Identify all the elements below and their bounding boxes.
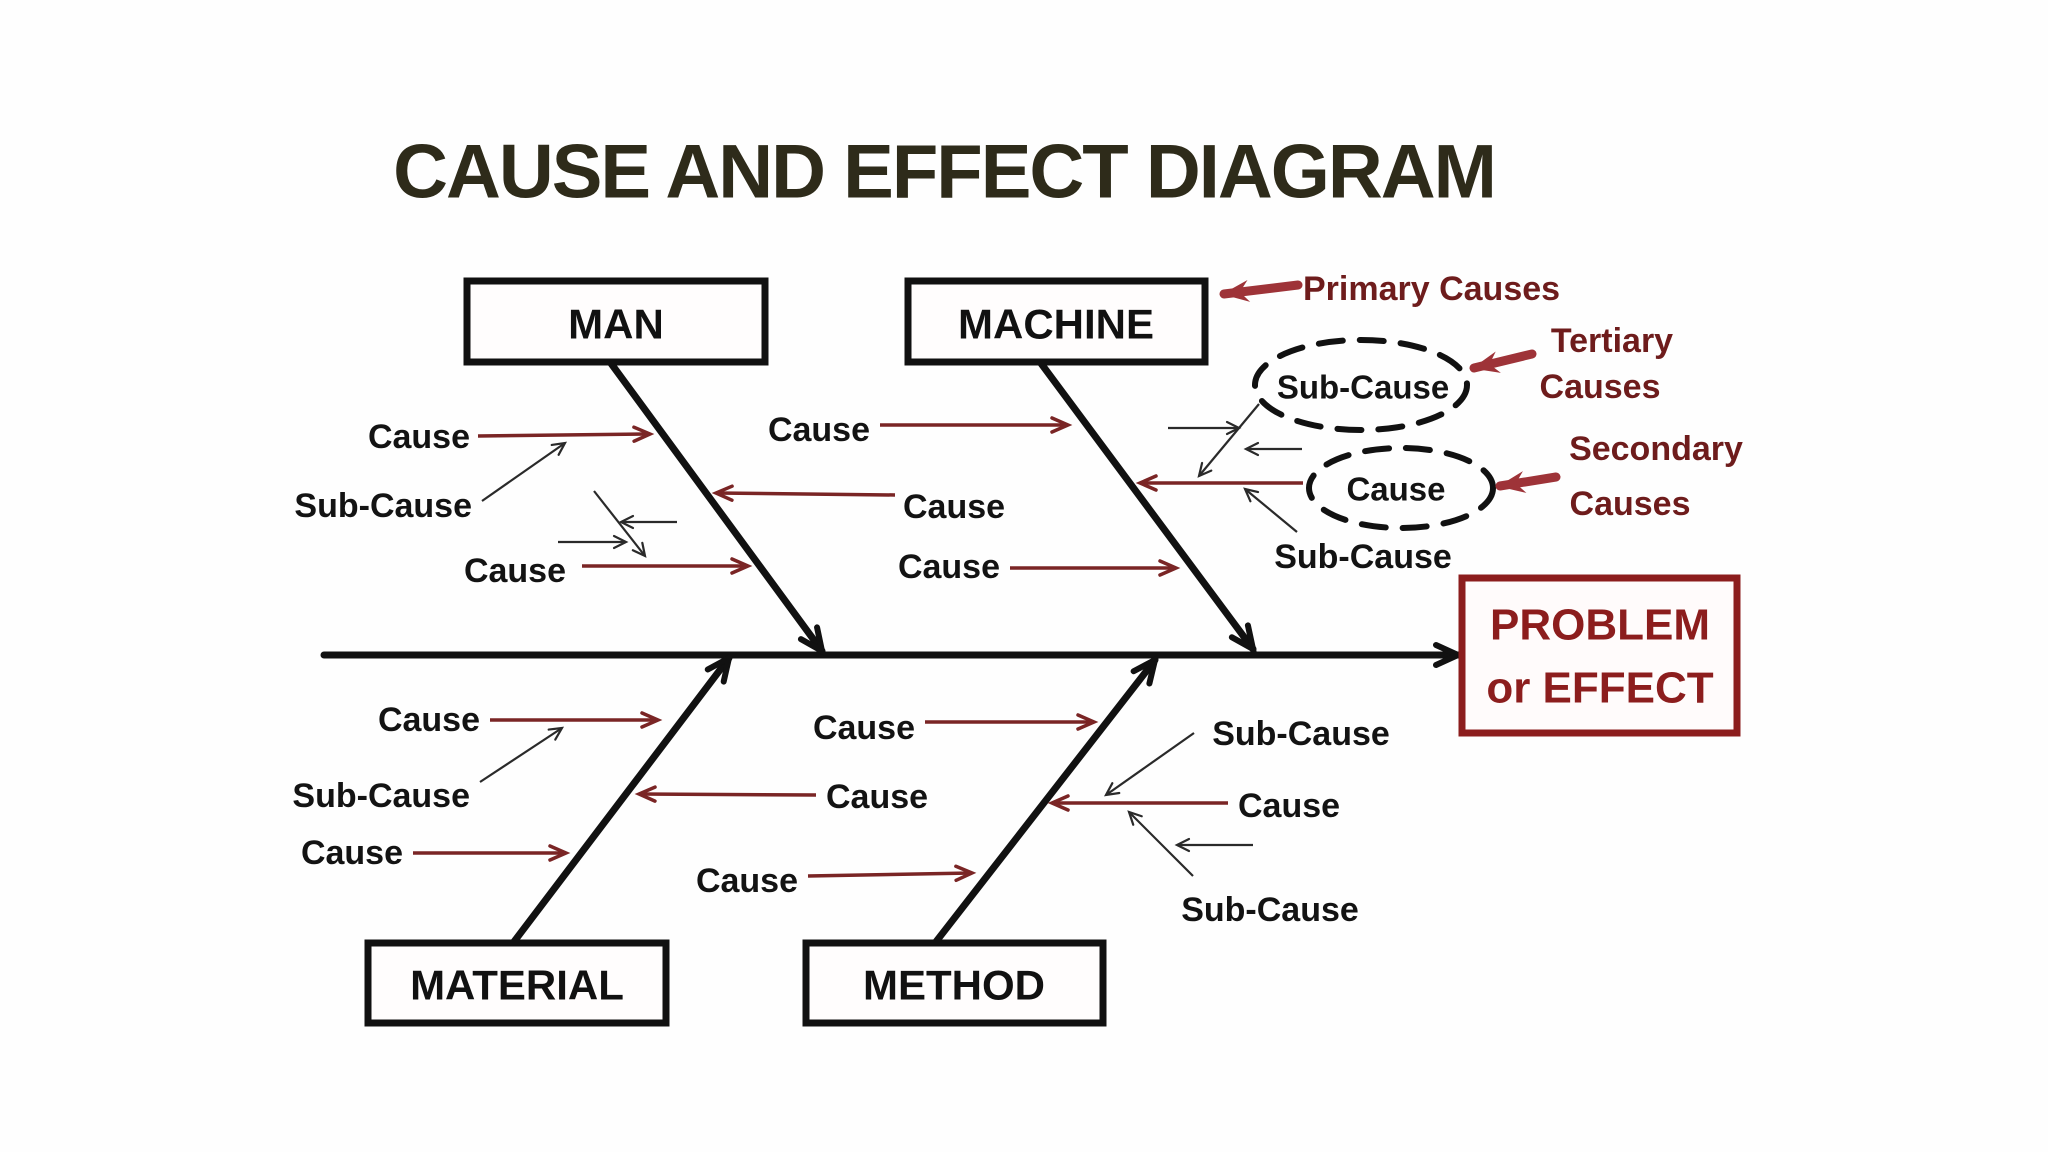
problem-effect-line1: PROBLEM [1490, 601, 1710, 650]
material-box-label: MATERIAL [410, 962, 624, 1009]
primary-causes-label: Primary Causes [1303, 270, 1560, 308]
diagram-title: CAUSE AND EFFECT DIAGRAM [393, 130, 1495, 215]
material-mid-cause-arrow [634, 785, 817, 803]
machine-cause2-label: Cause [898, 548, 1000, 586]
problem-effect-line2: or EFFECT [1486, 664, 1713, 713]
man-cause2-label: Cause [464, 552, 566, 590]
secondary-ellipse-label: Cause [1346, 471, 1445, 508]
secondary-ellipse [1306, 445, 1496, 531]
man-cause1-arrow [477, 425, 655, 443]
method-cause1-label: Cause [813, 709, 915, 747]
machine-right-sub-cause-label: Sub-Cause [1274, 538, 1452, 576]
tertiary-ellipse-label: Sub-Cause [1277, 369, 1449, 406]
man-cause1-label: Cause [368, 418, 470, 456]
material-bone [509, 658, 729, 947]
secondary-causes-label-line1: Secondary [1569, 430, 1743, 468]
material-mid-cause-label: Cause [826, 778, 928, 816]
method-box-label: METHOD [863, 962, 1045, 1009]
tertiary-ellipse [1252, 337, 1470, 433]
tertiary-causes-label-line1: Tertiary [1551, 322, 1673, 360]
man-sub-cause-arrow [481, 441, 568, 502]
machine-bone [1036, 358, 1253, 649]
man-sub-cause-label: Sub-Cause [294, 487, 472, 525]
method-cause2-label: Cause [696, 862, 798, 900]
machine-box [904, 277, 1209, 366]
machine-box-label: MACHINE [958, 301, 1154, 348]
method-right-sub-cause2-label: Sub-Cause [1181, 891, 1359, 929]
man-box-label: MAN [568, 301, 664, 348]
method-bone [931, 660, 1155, 947]
method-cause2-arrow [807, 864, 977, 883]
method-branch-lower-line [1127, 810, 1194, 877]
secondary-causes-label-line2: Causes [1570, 485, 1691, 523]
material-cause1-label: Cause [378, 701, 480, 739]
primary-causes-arrow [1219, 280, 1303, 302]
method-box [802, 939, 1107, 1027]
man-mid-cause-label: Cause [903, 488, 1005, 526]
secondary-causes-arrow [1495, 471, 1561, 493]
material-sub-cause-arrow [479, 726, 565, 783]
method-right-sub-cause1-label: Sub-Cause [1212, 715, 1390, 753]
tertiary-causes-arrow [1469, 349, 1537, 373]
material-sub-cause-label: Sub-Cause [292, 777, 470, 815]
machine-right-sub-cause-line [1243, 487, 1298, 533]
man-branch-line [593, 490, 647, 558]
method-branch-upper-line [1103, 732, 1195, 797]
man-box [463, 277, 769, 366]
man-mid-cause-arrow [711, 484, 896, 502]
method-right-cause-label: Cause [1238, 787, 1340, 825]
tertiary-causes-label-line2: Causes [1540, 368, 1661, 406]
machine-branch-line [1197, 403, 1260, 478]
man-bone [606, 358, 822, 651]
machine-cause1-label: Cause [768, 411, 870, 449]
material-box [364, 939, 670, 1027]
problem-effect-box [1458, 574, 1741, 737]
material-cause2-label: Cause [301, 834, 403, 872]
